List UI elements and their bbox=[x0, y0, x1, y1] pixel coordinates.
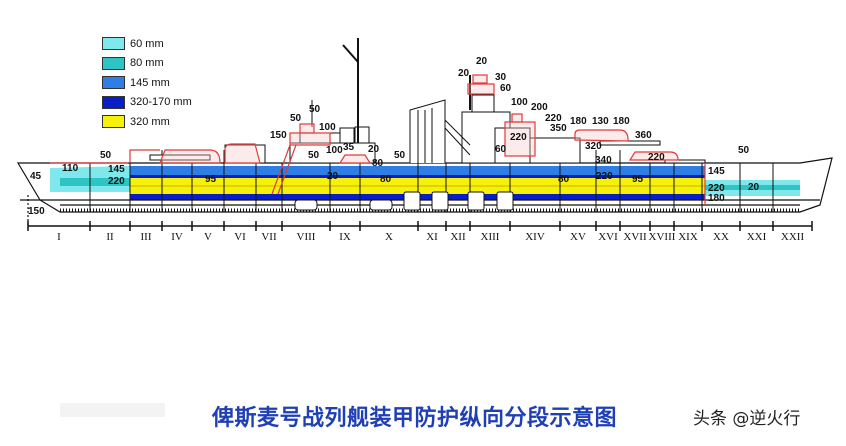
thickness-label: 50 bbox=[100, 150, 112, 161]
thickness-label: 50 bbox=[309, 104, 321, 115]
thickness-label: 145 bbox=[108, 164, 125, 175]
thickness-label: 220 bbox=[545, 113, 562, 124]
legend-item-145mm: 145 mm bbox=[102, 73, 192, 93]
superstructure bbox=[149, 38, 706, 164]
thickness-label: 220 bbox=[708, 183, 725, 194]
thickness-label: 180 bbox=[570, 116, 587, 127]
thickness-label: 95 bbox=[205, 174, 217, 185]
section-label: VII bbox=[261, 231, 277, 243]
legend-label: 60 mm bbox=[130, 37, 164, 50]
section-label: X bbox=[385, 231, 393, 243]
legend-item-320-170mm: 320-170 mm bbox=[102, 93, 192, 113]
thickness-label: 130 bbox=[592, 116, 609, 127]
thickness-label: 20 bbox=[748, 182, 760, 193]
section-label: III bbox=[141, 231, 152, 243]
thickness-label: 80 bbox=[372, 158, 384, 169]
legend-label: 320-170 mm bbox=[130, 96, 192, 109]
thickness-label: 50 bbox=[290, 113, 302, 124]
thickness-label: 340 bbox=[595, 155, 612, 166]
legend-item-60mm: 60 mm bbox=[102, 34, 192, 54]
section-ticks bbox=[27, 221, 813, 231]
legend-label: 320 mm bbox=[130, 115, 170, 128]
thickness-label: 220 bbox=[510, 132, 527, 143]
thickness-label: 35 bbox=[343, 142, 355, 153]
legend-label: 145 mm bbox=[130, 76, 170, 89]
section-label: XII bbox=[450, 231, 466, 243]
section-label: XXI bbox=[747, 231, 767, 243]
legend: 60 mm 80 mm 145 mm 320-170 mm 320 mm bbox=[102, 34, 192, 132]
thickness-label: 220 bbox=[108, 176, 125, 187]
faded-mark bbox=[60, 403, 165, 417]
thickness-label: 45 bbox=[30, 171, 42, 182]
legend-swatch bbox=[102, 115, 125, 129]
thickness-label: 30 bbox=[495, 72, 507, 83]
section-label: II bbox=[106, 231, 114, 243]
thickness-label: 110 bbox=[62, 163, 79, 174]
thickness-label: 20 bbox=[368, 144, 380, 155]
thickness-label: 60 bbox=[500, 83, 512, 94]
machinery bbox=[294, 191, 514, 211]
legend-swatch bbox=[102, 95, 125, 109]
thickness-label: 100 bbox=[326, 145, 343, 156]
section-label: XIV bbox=[525, 231, 545, 243]
thickness-label: 180 bbox=[613, 116, 630, 127]
thickness-label: 145 bbox=[708, 166, 725, 177]
section-label: IV bbox=[171, 231, 183, 243]
thickness-label: 20 bbox=[458, 68, 470, 79]
bulkheads bbox=[89, 150, 774, 212]
thickness-label: 100 bbox=[319, 122, 336, 133]
section-label: XV bbox=[570, 231, 586, 243]
thickness-label: 50 bbox=[308, 150, 320, 161]
section-label: V bbox=[204, 231, 212, 243]
legend-swatch bbox=[102, 76, 125, 90]
section-label: XX bbox=[713, 231, 729, 243]
thickness-label: 200 bbox=[531, 102, 548, 113]
legend-label: 80 mm bbox=[130, 57, 164, 70]
armored-structures bbox=[50, 74, 706, 205]
thickness-label: 150 bbox=[28, 206, 45, 217]
section-label: XVII bbox=[623, 231, 647, 243]
thickness-label: 350 bbox=[550, 123, 567, 134]
legend-item-80mm: 80 mm bbox=[102, 54, 192, 74]
watermark: 头条 @逆火行 bbox=[693, 409, 801, 429]
thickness-label: 50 bbox=[394, 150, 406, 161]
legend-swatch bbox=[102, 56, 125, 70]
section-label: XXII bbox=[781, 231, 805, 243]
thickness-label: 320 bbox=[585, 141, 602, 152]
thickness-label: 180 bbox=[708, 193, 725, 204]
section-label: VI bbox=[234, 231, 246, 243]
section-label: XIX bbox=[678, 231, 698, 243]
thickness-label: 80 bbox=[558, 174, 570, 185]
legend-item-320mm: 320 mm bbox=[102, 112, 192, 132]
thickness-label: 220 bbox=[596, 171, 613, 182]
legend-swatch bbox=[102, 37, 125, 51]
section-label: XVIII bbox=[649, 231, 676, 243]
thickness-label: 150 bbox=[270, 130, 287, 141]
section-label: XIII bbox=[481, 231, 500, 243]
section-label: I bbox=[57, 231, 61, 243]
thickness-label: 360 bbox=[635, 130, 652, 141]
section-label: IX bbox=[339, 231, 351, 243]
thickness-label: 80 bbox=[380, 174, 392, 185]
section-label: XVI bbox=[598, 231, 618, 243]
thickness-label: 100 bbox=[511, 97, 528, 108]
thickness-label: 20 bbox=[327, 171, 339, 182]
thickness-label: 220 bbox=[648, 152, 665, 163]
section-label: XI bbox=[426, 231, 438, 243]
section-label: VIII bbox=[297, 231, 316, 243]
diagram-caption: 俾斯麦号战列舰装甲防护纵向分段示意图 bbox=[212, 406, 618, 431]
thickness-label: 50 bbox=[738, 145, 750, 156]
thickness-label: 60 bbox=[495, 144, 507, 155]
thickness-label: 95 bbox=[632, 174, 644, 185]
thickness-label: 20 bbox=[476, 56, 488, 67]
